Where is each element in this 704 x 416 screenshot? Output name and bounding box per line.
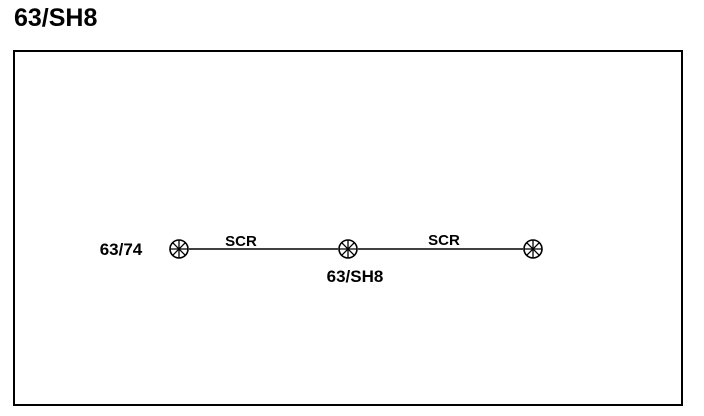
- node-center-label: 63/SH8: [327, 267, 384, 286]
- wire-right-label: SCR: [428, 232, 460, 249]
- splice-icon[interactable]: [338, 239, 358, 259]
- splice-icon[interactable]: [169, 239, 189, 259]
- splice-icon[interactable]: [523, 239, 543, 259]
- diagram-frame: [13, 50, 683, 406]
- page-title: 63/SH8: [14, 4, 98, 32]
- wire-left-label: SCR: [225, 233, 257, 250]
- node-left-label: 63/74: [100, 240, 143, 259]
